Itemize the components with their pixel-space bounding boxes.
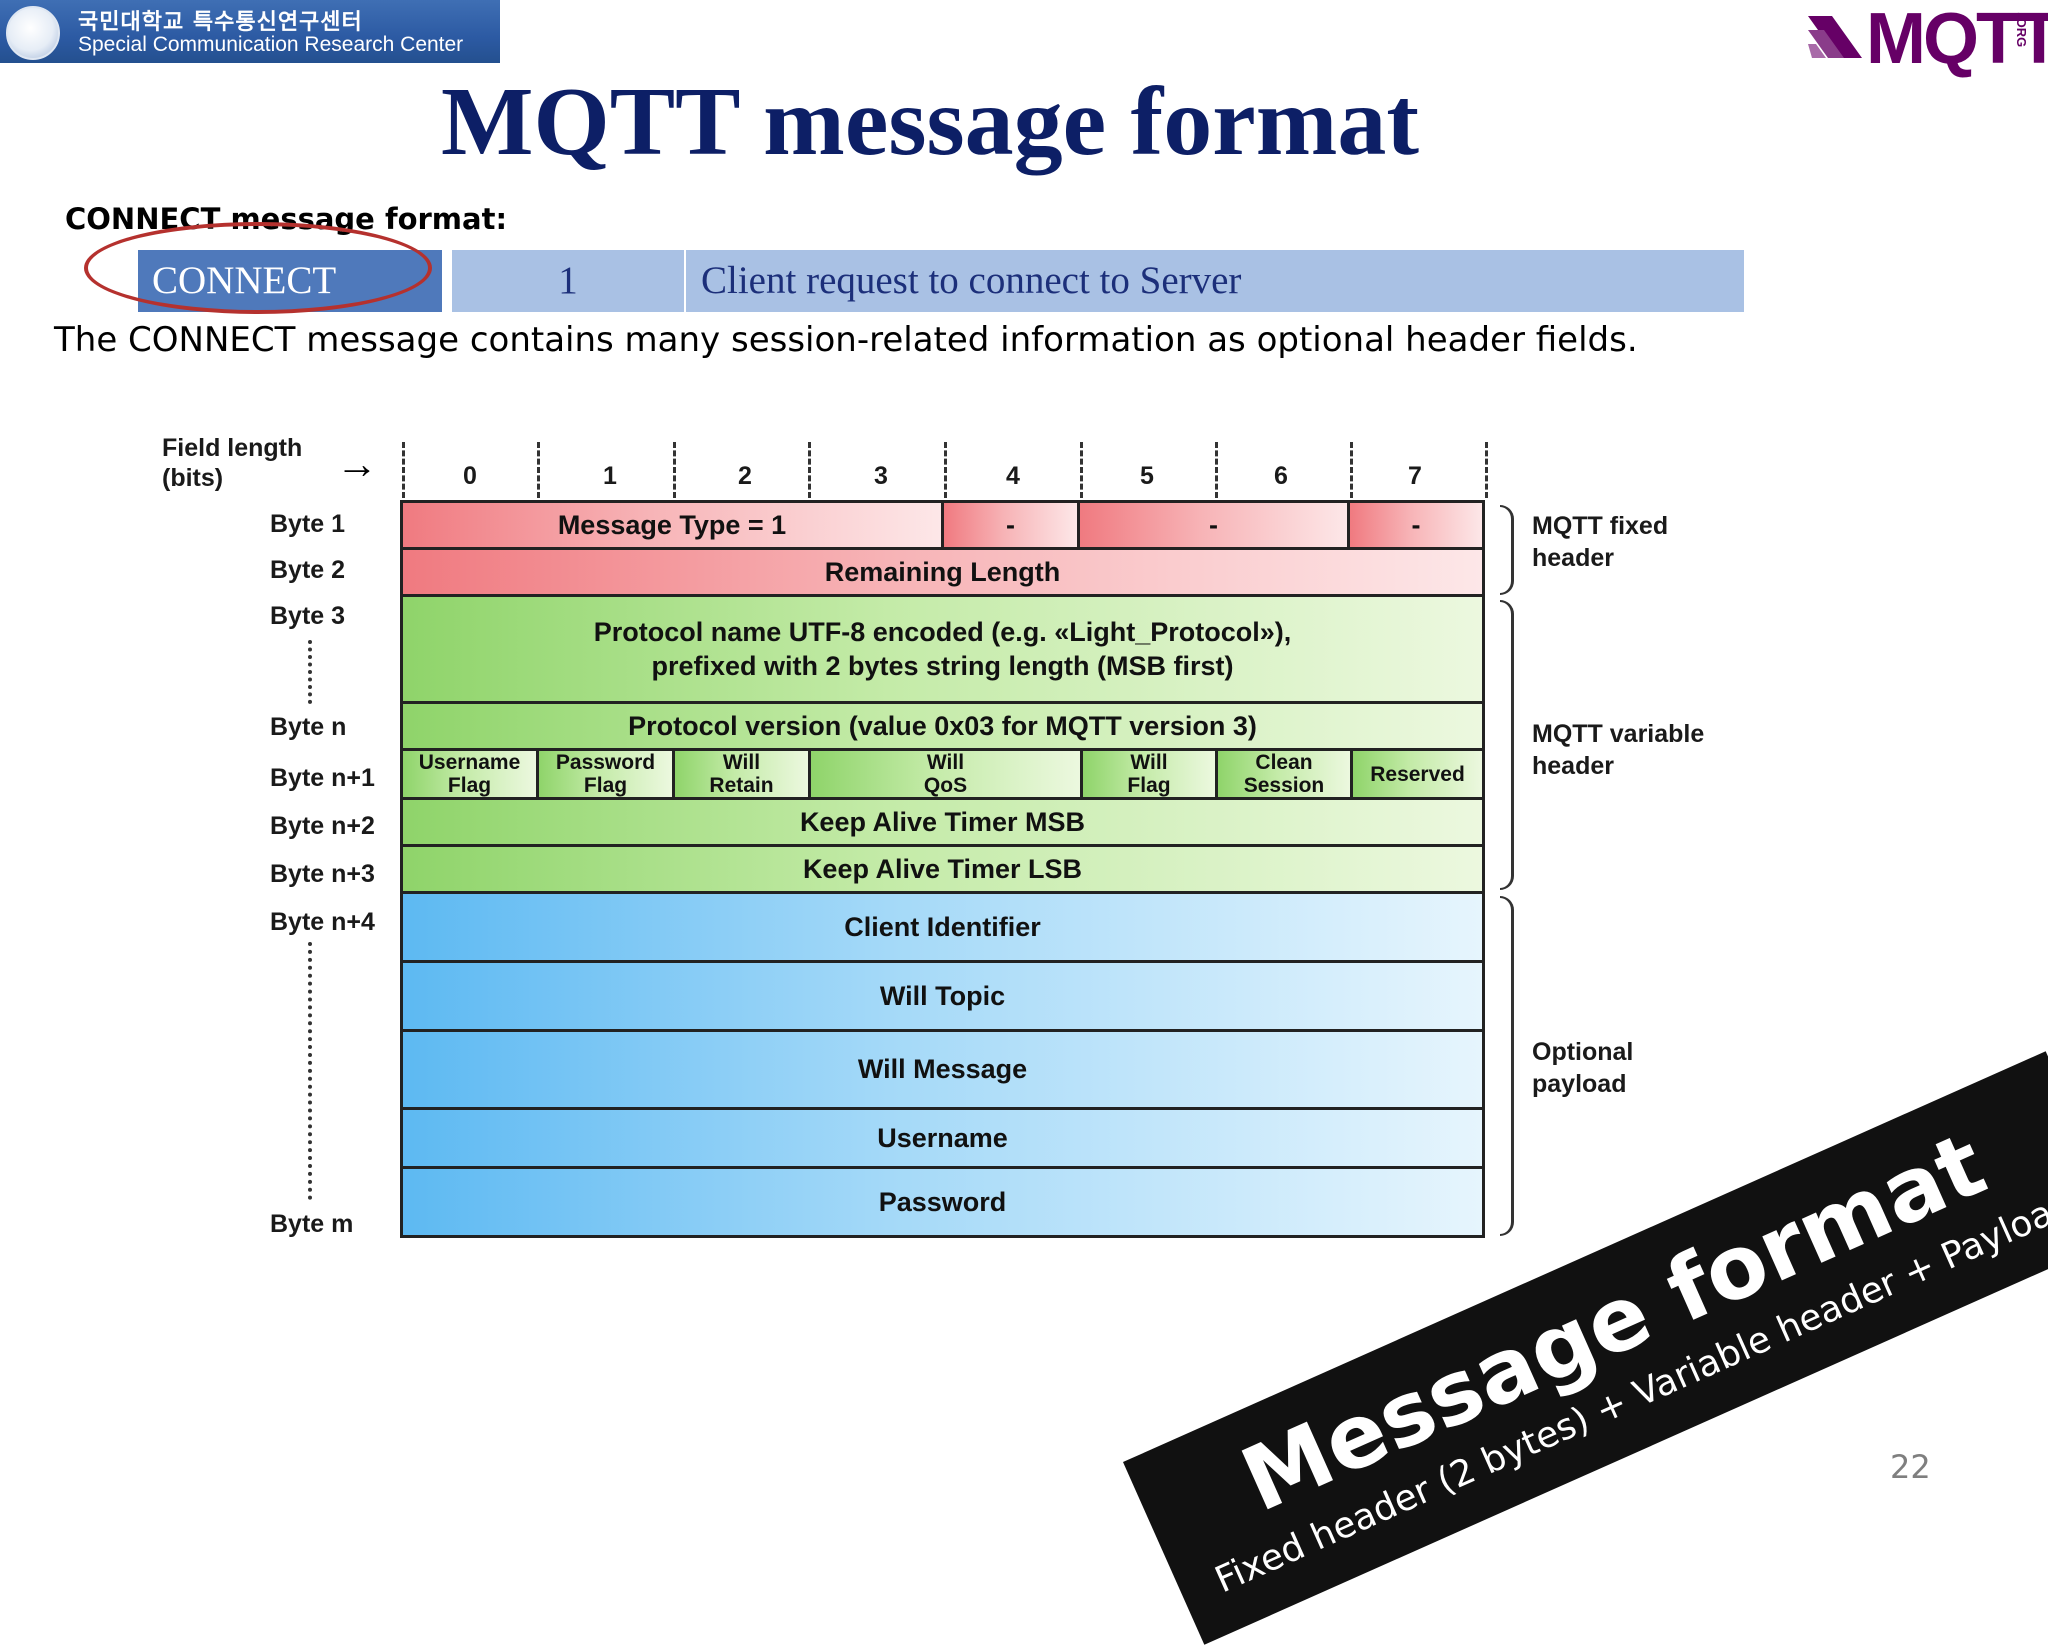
- mqtt-logo-text: MQTT: [1866, 0, 2048, 79]
- byte-label: Byte 2: [270, 556, 346, 584]
- username-flag-field: Username Flag: [400, 748, 539, 800]
- flag-label: QoS: [923, 774, 968, 797]
- bit-number-5: 5: [1140, 462, 1154, 490]
- will-topic-field: Will Topic: [400, 960, 1485, 1032]
- right-arrow-icon: →: [336, 440, 378, 487]
- highlight-ellipse: [84, 222, 432, 314]
- flag-label: Clean: [1255, 751, 1313, 774]
- will-qos-field: Will QoS: [808, 748, 1083, 800]
- section-label-line: Optional: [1532, 1038, 1634, 1066]
- fixed-header-label: MQTT fixed header: [1532, 510, 1668, 574]
- section-label-line: MQTT fixed: [1532, 512, 1669, 540]
- keep-alive-lsb-field: Keep Alive Timer LSB: [400, 844, 1485, 894]
- university-emblem-icon: [6, 6, 60, 60]
- byte-label: Byte m: [270, 1210, 354, 1238]
- flag-label: Flag: [583, 774, 628, 797]
- byte-label: Byte n: [270, 713, 347, 741]
- byte-label: Byte n+2: [270, 812, 375, 840]
- page-number: 22: [1890, 1448, 1931, 1486]
- password-field: Password: [400, 1166, 1485, 1238]
- remaining-length-field: Remaining Length: [400, 547, 1485, 597]
- message-type-value-cell: 1: [452, 250, 684, 312]
- fixed-header-brace: [1500, 505, 1514, 595]
- will-retain-field: Will Retain: [672, 748, 811, 800]
- bit-number-3: 3: [874, 462, 888, 490]
- variable-header-brace: [1500, 600, 1514, 890]
- mqtt-logo-org: .ORG: [2014, 14, 2029, 48]
- bit-number-2: 2: [738, 462, 752, 490]
- flag-label: Flag: [447, 774, 492, 797]
- payload-brace: [1500, 896, 1514, 1236]
- field-length-label: Field length (bits): [162, 433, 302, 493]
- byte-label: Byte 3: [270, 602, 346, 630]
- bit-divider: [1485, 442, 1488, 498]
- payload-label: Optional payload: [1532, 1036, 1633, 1100]
- reserved-bit-field: -: [941, 500, 1080, 550]
- byte-label: Byte n+4: [270, 908, 375, 936]
- will-message-field: Will Message: [400, 1029, 1485, 1110]
- flag-label: Will: [722, 751, 761, 774]
- research-center-logo: 국민대학교 특수통신연구센터 Special Communication Res…: [0, 0, 500, 63]
- byte-label: Byte n+3: [270, 860, 375, 888]
- connect-description: The CONNECT message contains many sessio…: [54, 320, 1638, 360]
- bit-divider: [673, 442, 676, 498]
- clean-session-field: Clean Session: [1215, 748, 1353, 800]
- protocol-name-line1: Protocol name UTF-8 encoded (e.g. «Light…: [593, 617, 1292, 647]
- reserved-bit-field: -: [1077, 500, 1350, 550]
- protocol-name-line2: prefixed with 2 bytes string length (MSB…: [651, 651, 1234, 681]
- flag-label: Password: [555, 751, 656, 774]
- field-length-label-line2: (bits): [162, 464, 224, 492]
- continuation-dots: [308, 640, 312, 704]
- bit-number-6: 6: [1274, 462, 1288, 490]
- byte-label: Byte 1: [270, 510, 346, 538]
- bit-divider: [537, 442, 540, 498]
- password-flag-field: Password Flag: [536, 748, 675, 800]
- bit-number-1: 1: [603, 462, 617, 490]
- message-type-field: Message Type = 1: [400, 500, 944, 550]
- client-identifier-field: Client Identifier: [400, 891, 1485, 963]
- slide-title: MQTT message format: [441, 68, 1419, 176]
- bit-divider: [1080, 442, 1083, 498]
- org-name-english: Special Communication Research Center: [78, 33, 464, 56]
- continuation-dots: [308, 942, 312, 1200]
- reserved-field: Reserved: [1350, 748, 1485, 800]
- byte-label: Byte n+1: [270, 764, 375, 792]
- bit-divider: [808, 442, 811, 498]
- username-field: Username: [400, 1107, 1485, 1169]
- keep-alive-msb-field: Keep Alive Timer MSB: [400, 797, 1485, 847]
- reserved-bit-field: -: [1347, 500, 1485, 550]
- field-length-label-line1: Field length: [162, 434, 303, 462]
- flag-label: Will: [1130, 751, 1168, 774]
- protocol-version-field: Protocol version (value 0x03 for MQTT ve…: [400, 701, 1485, 751]
- bit-divider: [402, 442, 405, 498]
- mqtt-logo: [1804, 4, 2044, 66]
- bit-number-4: 4: [1006, 462, 1020, 490]
- section-label-line: payload: [1532, 1070, 1627, 1098]
- org-name-korean: 국민대학교 특수통신연구센터: [78, 10, 363, 35]
- mqtt-logo-waves-icon: [1808, 16, 1862, 58]
- bit-divider: [1350, 442, 1353, 498]
- will-flag-field: Will Flag: [1080, 748, 1218, 800]
- flag-label: Retain: [709, 774, 774, 797]
- bit-number-7: 7: [1408, 462, 1422, 490]
- protocol-name-field: Protocol name UTF-8 encoded (e.g. «Light…: [400, 594, 1485, 704]
- section-label-line: MQTT variable: [1532, 720, 1705, 748]
- variable-header-label: MQTT variable header: [1532, 718, 1704, 782]
- section-label-line: header: [1532, 752, 1614, 780]
- bit-divider: [944, 442, 947, 498]
- flag-label: Flag: [1127, 774, 1171, 797]
- flag-label: Session: [1243, 774, 1325, 797]
- flag-label: Will: [926, 751, 965, 774]
- section-label-line: header: [1532, 544, 1614, 572]
- bit-number-0: 0: [463, 462, 477, 490]
- bit-divider: [1215, 442, 1218, 498]
- flag-label: Username: [418, 751, 521, 774]
- message-type-description-cell: Client request to connect to Server: [686, 250, 1744, 312]
